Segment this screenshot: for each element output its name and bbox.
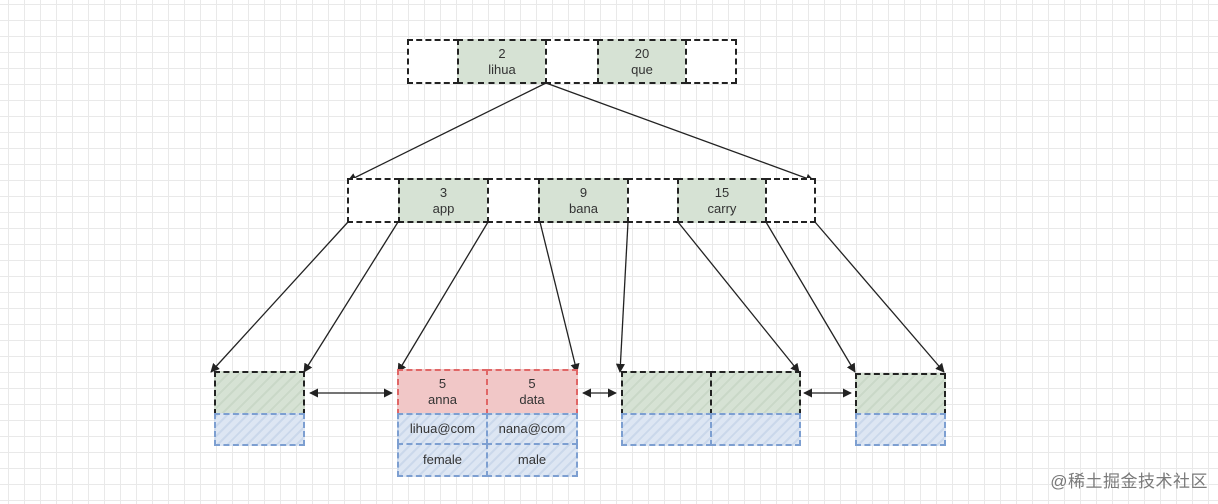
internal-pointer-1 — [487, 178, 540, 223]
leaf3-data-cell-1 — [621, 413, 712, 446]
leaf3-key-cell-2 — [710, 371, 801, 415]
watermark: @稀土掘金技术社区 — [1050, 472, 1208, 491]
edge-p4-leaf4-right — [814, 221, 945, 373]
edge-p1-leaf1-right — [303, 221, 399, 373]
root-key-2: 20 que — [597, 39, 687, 84]
key-id: 3 — [439, 184, 448, 200]
key-name: bana — [569, 200, 598, 216]
leaf3-data-cell-2 — [710, 413, 801, 446]
internal-key-1: 3 app — [398, 178, 489, 223]
edge-root-right — [545, 82, 815, 183]
key-id: 20 — [634, 45, 650, 61]
leaf3-key-cell-1 — [621, 371, 712, 415]
edge-p1-leaf1-left — [210, 221, 349, 373]
internal-key-2: 9 bana — [538, 178, 629, 223]
key-id: 2 — [498, 45, 506, 61]
key-id: 5 — [528, 376, 536, 391]
key-name: lihua — [488, 61, 516, 77]
key-id: 15 — [714, 184, 730, 200]
leaf4-data-cell — [855, 413, 946, 446]
root-pointer-1 — [545, 39, 599, 84]
edge-p3-leaf3-right — [677, 221, 800, 373]
root-pointer-2 — [685, 39, 737, 84]
edge-p2-leaf2-left — [397, 221, 489, 373]
leaf4-key-cell — [855, 373, 946, 415]
internal-pointer-3 — [765, 178, 816, 223]
internal-key-3: 15 carry — [677, 178, 767, 223]
key-name: data — [519, 392, 545, 407]
leaf2-key-1: 5 anna — [397, 369, 488, 415]
edge-p3-leaf3-left — [615, 221, 629, 373]
leaf1-data-cell — [214, 413, 305, 446]
internal-pointer-0 — [347, 178, 400, 223]
root-key-1: 2 lihua — [457, 39, 547, 84]
leaf2-key-2: 5 data — [486, 369, 578, 415]
leaf1-key-cell — [214, 371, 305, 415]
internal-pointer-2 — [627, 178, 679, 223]
root-pointer-0 — [407, 39, 459, 84]
data-value: female — [422, 452, 463, 467]
leaf2-data-row1-col2: nana@com — [486, 413, 578, 445]
key-id: 5 — [438, 376, 447, 391]
edge-p2-leaf2-right — [539, 221, 580, 373]
edge-root-left — [347, 82, 547, 182]
key-name: anna — [428, 392, 457, 407]
data-value: male — [517, 452, 547, 467]
key-id: 9 — [579, 184, 588, 200]
leaf2-data-row1-col1: lihua@com — [397, 413, 488, 445]
data-value: lihua@com — [409, 421, 476, 436]
edge-p4-leaf4-left — [765, 221, 856, 373]
leaf2-data-row2-col1: female — [397, 443, 488, 477]
key-name: carry — [707, 200, 737, 216]
key-name: que — [631, 61, 653, 77]
key-name: app — [432, 200, 455, 216]
data-value: nana@com — [498, 421, 566, 436]
leaf2-data-row2-col2: male — [486, 443, 578, 477]
